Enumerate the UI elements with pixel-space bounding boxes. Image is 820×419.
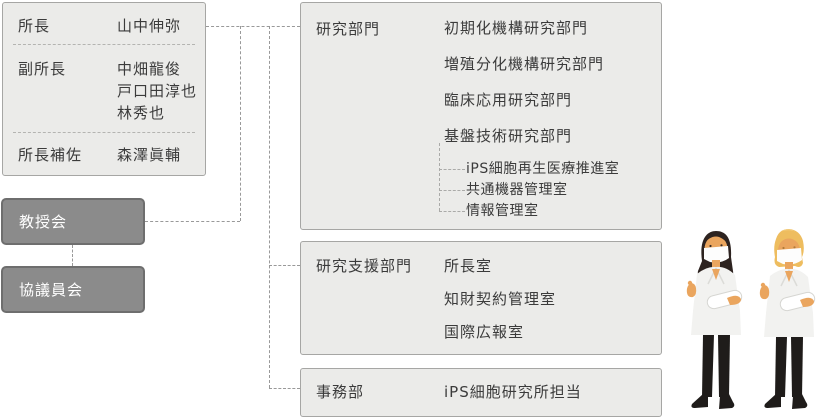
faculty-council-label: 教授会 [19, 213, 68, 231]
deputy-director-name: 戸口田淳也 [117, 82, 198, 100]
subroom-item: iPS細胞再生医療推進室 [466, 161, 620, 177]
deputy-director-name: 林秀也 [117, 104, 166, 122]
subroom-item: 情報管理室 [466, 203, 539, 219]
research-subrooms-list: iPS細胞再生医療推進室 共通機器管理室 情報管理室 [466, 159, 619, 222]
department-item: 増殖分化機構研究部門 [444, 55, 605, 73]
deputy-director-title: 副所長 [18, 60, 67, 78]
deputy-director-names: 中畑龍俊戸口田淳也林秀也 [117, 58, 197, 124]
assistant-director-row: 所長補佐 森澤眞輔 [18, 148, 181, 163]
assistant-director-name: 森澤眞輔 [117, 146, 182, 164]
research-departments-box: 研究部門 初期化機構研究部門 増殖分化機構研究部門 臨床応用研究部門 基盤技術研… [300, 2, 662, 230]
subtree-line [439, 143, 440, 211]
researcher-blonde-hair [759, 229, 816, 409]
connector-councils [72, 245, 73, 266]
directors-box: 所長 山中伸弥 副所長 中畑龍俊戸口田淳也林秀也 所長補佐 森澤眞輔 [2, 2, 206, 176]
council-members-box: 協議員会 [1, 266, 145, 313]
divider [13, 44, 195, 45]
connector-directors-to-research [206, 26, 300, 27]
director-name: 山中伸弥 [117, 17, 182, 35]
subtree-stub [439, 169, 465, 170]
director-title: 所長 [18, 17, 51, 35]
subtree-stub [439, 190, 465, 191]
department-item: 知財契約管理室 [444, 290, 557, 308]
research-departments-title: 研究部門 [316, 20, 381, 38]
department-item: 初期化機構研究部門 [444, 19, 589, 37]
connector-faculty-vertical [240, 26, 241, 221]
director-row: 所長 山中伸弥 [18, 19, 181, 34]
research-support-title: 研究支援部門 [316, 257, 413, 275]
administration-list: iPS細胞研究所担当 [444, 384, 582, 400]
department-item: 所長室 [444, 257, 493, 275]
department-item: 基盤技術研究部門 [444, 127, 573, 145]
department-item: 国際広報室 [444, 323, 525, 341]
divider [13, 132, 195, 133]
department-item: 臨床応用研究部門 [444, 91, 573, 109]
researcher-dark-hair [686, 231, 743, 409]
research-support-box: 研究支援部門 所長室 知財契約管理室 国際広報室 [300, 241, 662, 355]
deputy-directors-row: 副所長 中畑龍俊戸口田淳也林秀也 [18, 58, 197, 124]
faculty-council-box: 教授会 [1, 198, 145, 245]
connector-faculty-horizontal [145, 221, 240, 222]
research-departments-list: 初期化機構研究部門 増殖分化機構研究部門 臨床応用研究部門 基盤技術研究部門 [444, 10, 604, 154]
department-item: iPS細胞研究所担当 [444, 383, 582, 401]
council-members-label: 協議員会 [19, 281, 84, 299]
connector-to-admin [269, 388, 300, 389]
subroom-item: 共通機器管理室 [466, 182, 568, 198]
assistant-director-title: 所長補佐 [18, 146, 83, 164]
administration-box: 事務部 iPS細胞研究所担当 [300, 368, 662, 417]
connector-to-support [269, 265, 300, 266]
research-support-list: 所長室 知財契約管理室 国際広報室 [444, 250, 556, 349]
administration-title: 事務部 [316, 383, 365, 401]
connector-trunk-vertical [269, 26, 270, 388]
deputy-director-name: 中畑龍俊 [117, 60, 182, 78]
subtree-stub [439, 211, 465, 212]
researchers-illustration [686, 229, 816, 409]
